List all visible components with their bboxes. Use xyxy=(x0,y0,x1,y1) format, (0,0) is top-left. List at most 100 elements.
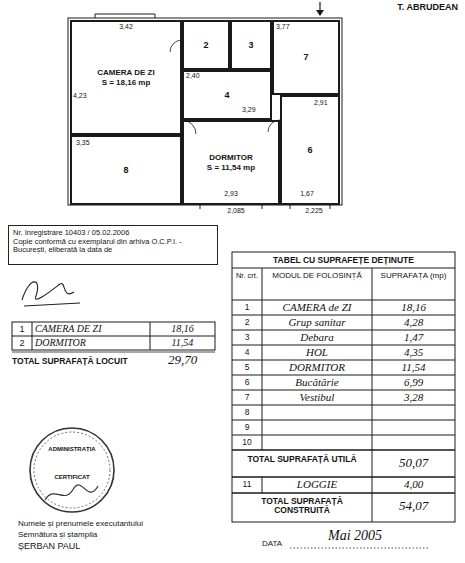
table-border xyxy=(12,322,215,350)
footer-text: Numele și prenumele executantului xyxy=(18,520,218,529)
area-value: 18,16 xyxy=(150,323,215,334)
row-number: 4 xyxy=(232,348,262,357)
row-number: 7 xyxy=(232,393,262,402)
stamp-ring-inner xyxy=(34,432,110,508)
column-header: SUPRAFAȚA (mp) xyxy=(372,272,455,281)
room-label: S = 18,16 mp xyxy=(102,78,151,87)
row-number: 3 xyxy=(232,333,262,342)
signatures xyxy=(12,282,430,548)
room-name: LOGGIE xyxy=(262,478,372,490)
room-box: 6 xyxy=(280,95,340,205)
room-box: 2 xyxy=(182,20,230,70)
window-mark xyxy=(290,205,291,209)
column-header: Nr. crt. xyxy=(232,272,262,280)
room-label: S = 11,54 mp xyxy=(207,163,255,172)
dimension: 3,77 xyxy=(276,23,300,31)
room-name: Bucătărie xyxy=(262,376,372,388)
room-box: 3 xyxy=(230,20,272,70)
footer-text: Semnătura și ștampila xyxy=(18,531,218,540)
street-name: T. ABRUDEAN xyxy=(358,3,458,13)
table-border xyxy=(232,252,455,522)
window-mark xyxy=(95,14,155,15)
total-label: TOTAL SUPRAFAȚĂ CONSTRUITĂ xyxy=(234,497,370,516)
total-label: TOTAL SUPRAFAȚĂ LOCUIT xyxy=(12,357,152,366)
table-rule xyxy=(150,322,151,350)
table-rule xyxy=(232,268,455,269)
table-rule xyxy=(232,315,455,316)
dimension: 2,93 xyxy=(216,190,246,198)
room-name: Grup sanitar xyxy=(262,316,372,328)
table-title: TABEL CU SUPRAFEȚE DEȚINUTE xyxy=(232,256,455,265)
room-name: Vestibul xyxy=(262,391,372,403)
plan-details xyxy=(68,2,342,209)
table-rule xyxy=(232,300,455,301)
room-label: 8 xyxy=(123,165,128,175)
window-mark xyxy=(262,205,263,209)
area-value: 4,35 xyxy=(372,346,455,358)
table-rule xyxy=(232,476,455,478)
window-mark xyxy=(155,14,156,18)
signature-scribble xyxy=(45,485,98,500)
room-label: 4 xyxy=(224,90,229,100)
dimension: 3,29 xyxy=(242,106,270,114)
table-rule xyxy=(232,435,455,436)
area-value: 1,47 xyxy=(372,331,455,343)
room-box: 7 xyxy=(272,20,340,95)
table-rule xyxy=(12,336,215,337)
room-name: DORMITOR xyxy=(35,337,149,348)
table-rule xyxy=(232,330,455,331)
window-mark xyxy=(200,205,201,209)
window-mark xyxy=(330,205,331,209)
area-value: 6,99 xyxy=(372,376,455,388)
area-value: 4,00 xyxy=(372,478,455,490)
dimension: 2,91 xyxy=(314,99,338,107)
room-name: HOL xyxy=(262,346,372,358)
entry-arrowhead xyxy=(316,10,324,16)
room-label: 7 xyxy=(303,52,308,62)
stamp-box: Nr. înregistrare 10403 / 05.02.2006Copie… xyxy=(8,225,218,265)
table-rule xyxy=(232,360,455,361)
table-rule xyxy=(262,477,263,493)
outer-wall xyxy=(68,18,342,205)
table-rule xyxy=(232,420,455,421)
dimension: 3,35 xyxy=(76,139,106,147)
date-value: Mai 2005 xyxy=(300,528,410,543)
stamp-text: ADMINISTRAȚIA xyxy=(41,446,103,453)
dimension: 2,225 xyxy=(296,207,332,215)
room-label: CAMERA DE ZI xyxy=(97,68,154,77)
dimension: 1,67 xyxy=(292,190,322,198)
area-value: 11,54 xyxy=(150,337,215,348)
stamp-ring xyxy=(30,428,114,512)
round-stamp xyxy=(30,428,114,512)
table-rule xyxy=(232,375,455,376)
row-number: 2 xyxy=(12,339,32,349)
area-value: 18,16 xyxy=(372,301,455,313)
table-rule xyxy=(232,449,455,451)
row-number: 1 xyxy=(12,325,32,335)
dimension: 4,23 xyxy=(73,92,97,100)
total-value: 54,07 xyxy=(372,499,455,513)
row-number: 2 xyxy=(232,318,262,327)
left-table-grid xyxy=(12,322,215,350)
signature-scribble xyxy=(22,282,74,300)
stamp-text: Copie conformă cu exemplarul din arhiva … xyxy=(13,238,213,255)
table-rule xyxy=(232,345,455,346)
area-value: 4,28 xyxy=(372,316,455,328)
table-rule xyxy=(372,268,373,522)
row-number: 1 xyxy=(232,303,262,312)
room-name: CAMERA DE ZI xyxy=(35,323,149,334)
row-number: 9 xyxy=(232,423,262,432)
room-label: 3 xyxy=(248,40,253,50)
total-label: TOTAL SUPRAFAȚĂ UTILĂ xyxy=(234,455,370,464)
row-number: 6 xyxy=(232,378,262,387)
door-swing xyxy=(182,120,196,134)
dimension: 2,40 xyxy=(186,72,210,80)
row-number: 5 xyxy=(232,363,262,372)
row-number: 11 xyxy=(232,480,262,489)
room-name: Debara xyxy=(262,331,372,343)
dotted-line xyxy=(290,548,430,549)
table-rule xyxy=(232,390,455,391)
room-label: 6 xyxy=(307,145,312,155)
signature-scribble xyxy=(24,303,80,306)
